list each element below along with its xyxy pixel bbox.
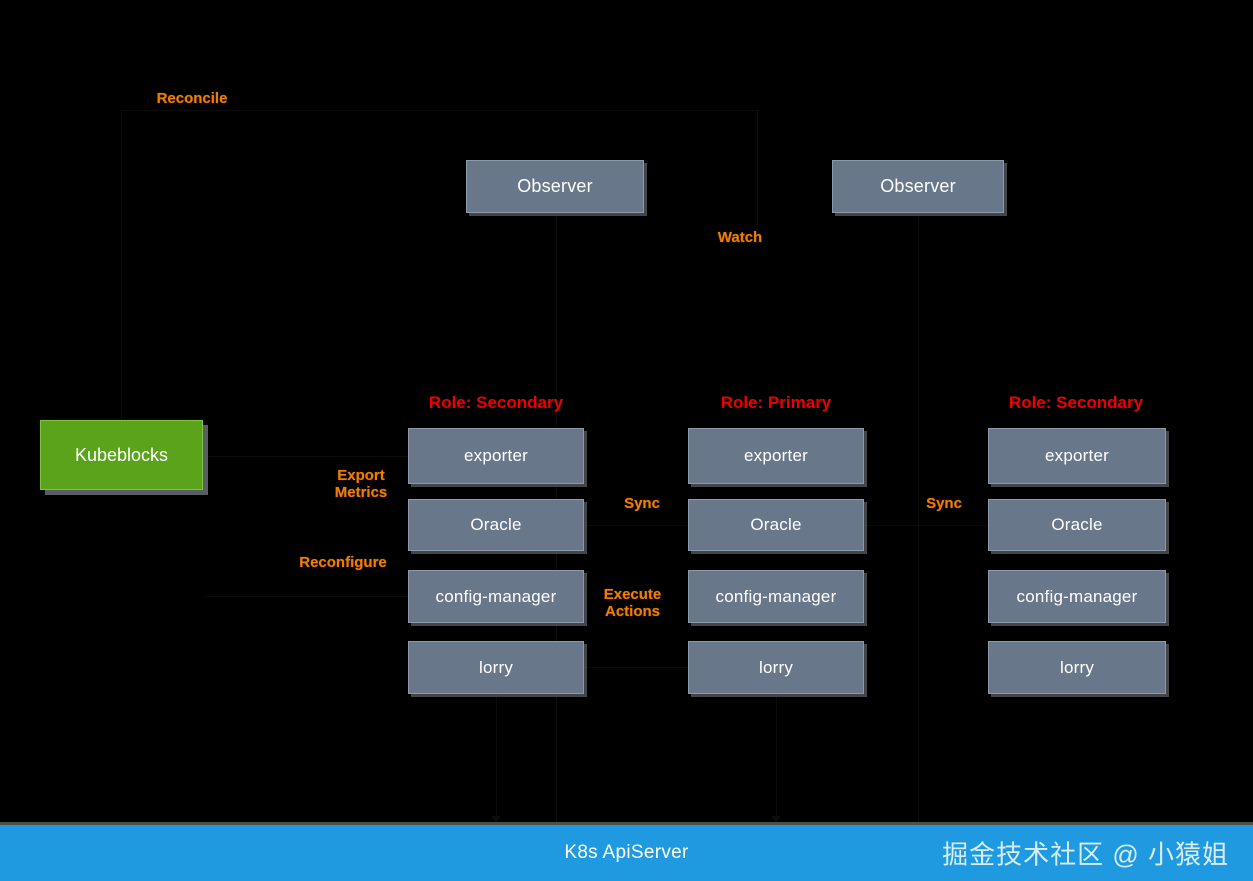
observer-node-1: Observer bbox=[466, 160, 644, 213]
container-label: exporter bbox=[464, 446, 528, 465]
kubeblocks-label: Kubeblocks bbox=[74, 444, 169, 465]
container-label: config-manager bbox=[435, 586, 557, 606]
observer-label-2: Observer bbox=[880, 176, 956, 196]
annotation-execute-actions: Execute Actions bbox=[603, 586, 662, 621]
annotation-export-metrics: Export Metrics bbox=[334, 467, 388, 502]
pod-3-container-config-manager: config-manager bbox=[988, 570, 1166, 623]
connector-pod1-down bbox=[496, 694, 497, 822]
container-label: Oracle bbox=[1051, 515, 1103, 534]
k8s-apiserver-bar: K8s ApiServer 掘金技术社区 @ 小猿姐 bbox=[0, 822, 1253, 881]
annotation-sync-left: Sync bbox=[624, 495, 660, 512]
pod-3-container-oracle: Oracle bbox=[988, 499, 1166, 551]
container-label: exporter bbox=[1045, 446, 1109, 465]
pod-3-container-exporter: exporter bbox=[988, 428, 1166, 484]
connector-kubeblocks-up bbox=[121, 110, 122, 420]
container-label: lorry bbox=[1059, 657, 1095, 677]
pod-role-label-2: Role: Primary bbox=[720, 393, 832, 412]
connector-sync-left bbox=[583, 525, 689, 526]
pod-2-container-lorry: lorry bbox=[688, 641, 864, 694]
pod-2-container-oracle: Oracle bbox=[688, 499, 864, 551]
connector-execute-actions bbox=[583, 667, 689, 668]
annotation-sync-right: Sync bbox=[926, 495, 962, 512]
container-label: lorry bbox=[478, 657, 514, 677]
connector-kubeblocks-to-pods bbox=[203, 456, 408, 457]
connector-observer-right-down bbox=[918, 215, 919, 822]
pod-3-container-lorry: lorry bbox=[988, 641, 1166, 694]
container-label: Oracle bbox=[750, 515, 802, 534]
arrow-head-apiserver-2 bbox=[771, 816, 781, 823]
pod-1-container-oracle: Oracle bbox=[408, 499, 584, 551]
pod-2-container-exporter: exporter bbox=[688, 428, 864, 484]
connector-sync-right bbox=[863, 525, 989, 526]
container-label: lorry bbox=[758, 657, 794, 677]
connector-reconfigure-line bbox=[203, 596, 408, 597]
container-label: Oracle bbox=[470, 515, 522, 534]
connector-pod2-down bbox=[776, 694, 777, 822]
connector-watch-down bbox=[757, 110, 758, 230]
annotation-reconcile: Reconcile bbox=[156, 90, 228, 107]
pod-1-container-lorry: lorry bbox=[408, 641, 584, 694]
pod-1-container-config-manager: config-manager bbox=[408, 570, 584, 623]
pod-2-container-config-manager: config-manager bbox=[688, 570, 864, 623]
container-label: config-manager bbox=[715, 586, 837, 606]
connector-reconcile-h bbox=[121, 110, 757, 111]
watermark-text: 掘金技术社区 @ 小猿姐 bbox=[942, 839, 1229, 870]
observer-label-1: Observer bbox=[517, 176, 593, 196]
container-label: config-manager bbox=[1016, 586, 1138, 606]
pod-1-container-exporter: exporter bbox=[408, 428, 584, 484]
annotation-reconfigure: Reconfigure bbox=[299, 554, 387, 571]
kubeblocks-node: Kubeblocks bbox=[40, 420, 203, 490]
pod-role-label-3: Role: Secondary bbox=[1008, 393, 1144, 412]
container-label: exporter bbox=[744, 446, 808, 465]
pod-role-label-1: Role: Secondary bbox=[428, 393, 564, 412]
k8s-apiserver-title: K8s ApiServer bbox=[564, 842, 689, 863]
observer-node-2: Observer bbox=[832, 160, 1004, 213]
annotation-watch: Watch bbox=[717, 229, 763, 246]
arrow-head-apiserver-1 bbox=[491, 816, 501, 823]
